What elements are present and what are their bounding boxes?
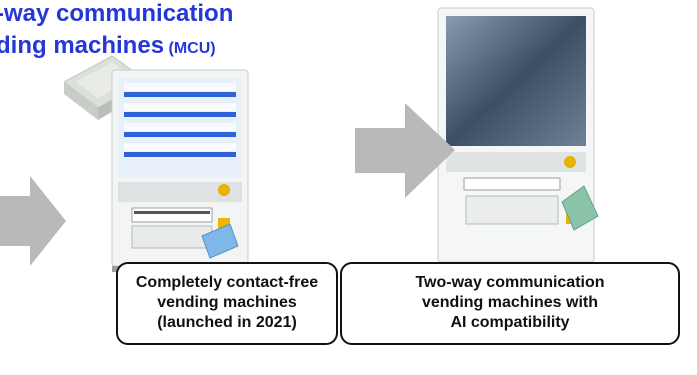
title-line-2-main: ding machines xyxy=(0,32,165,59)
caption-contact-free: Completely contact-free vending machines… xyxy=(116,262,338,345)
right-arrow-icon xyxy=(0,176,66,266)
title-line-1: -way communication xyxy=(0,0,234,27)
slide-title: -way communication ding machines (MCU) xyxy=(0,0,233,65)
caption-line: (launched in 2021) xyxy=(157,314,297,331)
contact-free-vending-machine-image xyxy=(111,69,249,272)
right-arrow-icon xyxy=(355,103,455,198)
caption-line: vending machines xyxy=(157,294,297,311)
caption-line: AI compatibility xyxy=(450,314,570,331)
caption-ai-compatibility: Two-way communication vending machines w… xyxy=(340,262,680,345)
title-line-2-suffix: (MCU) xyxy=(164,40,216,57)
caption-line: Completely contact-free xyxy=(135,274,319,291)
ai-vending-machine-image xyxy=(437,7,599,267)
caption-line: Two-way communication xyxy=(415,274,605,291)
title-line-2: ding machines (MCU) xyxy=(0,30,233,65)
caption-line: vending machines with xyxy=(421,294,599,311)
